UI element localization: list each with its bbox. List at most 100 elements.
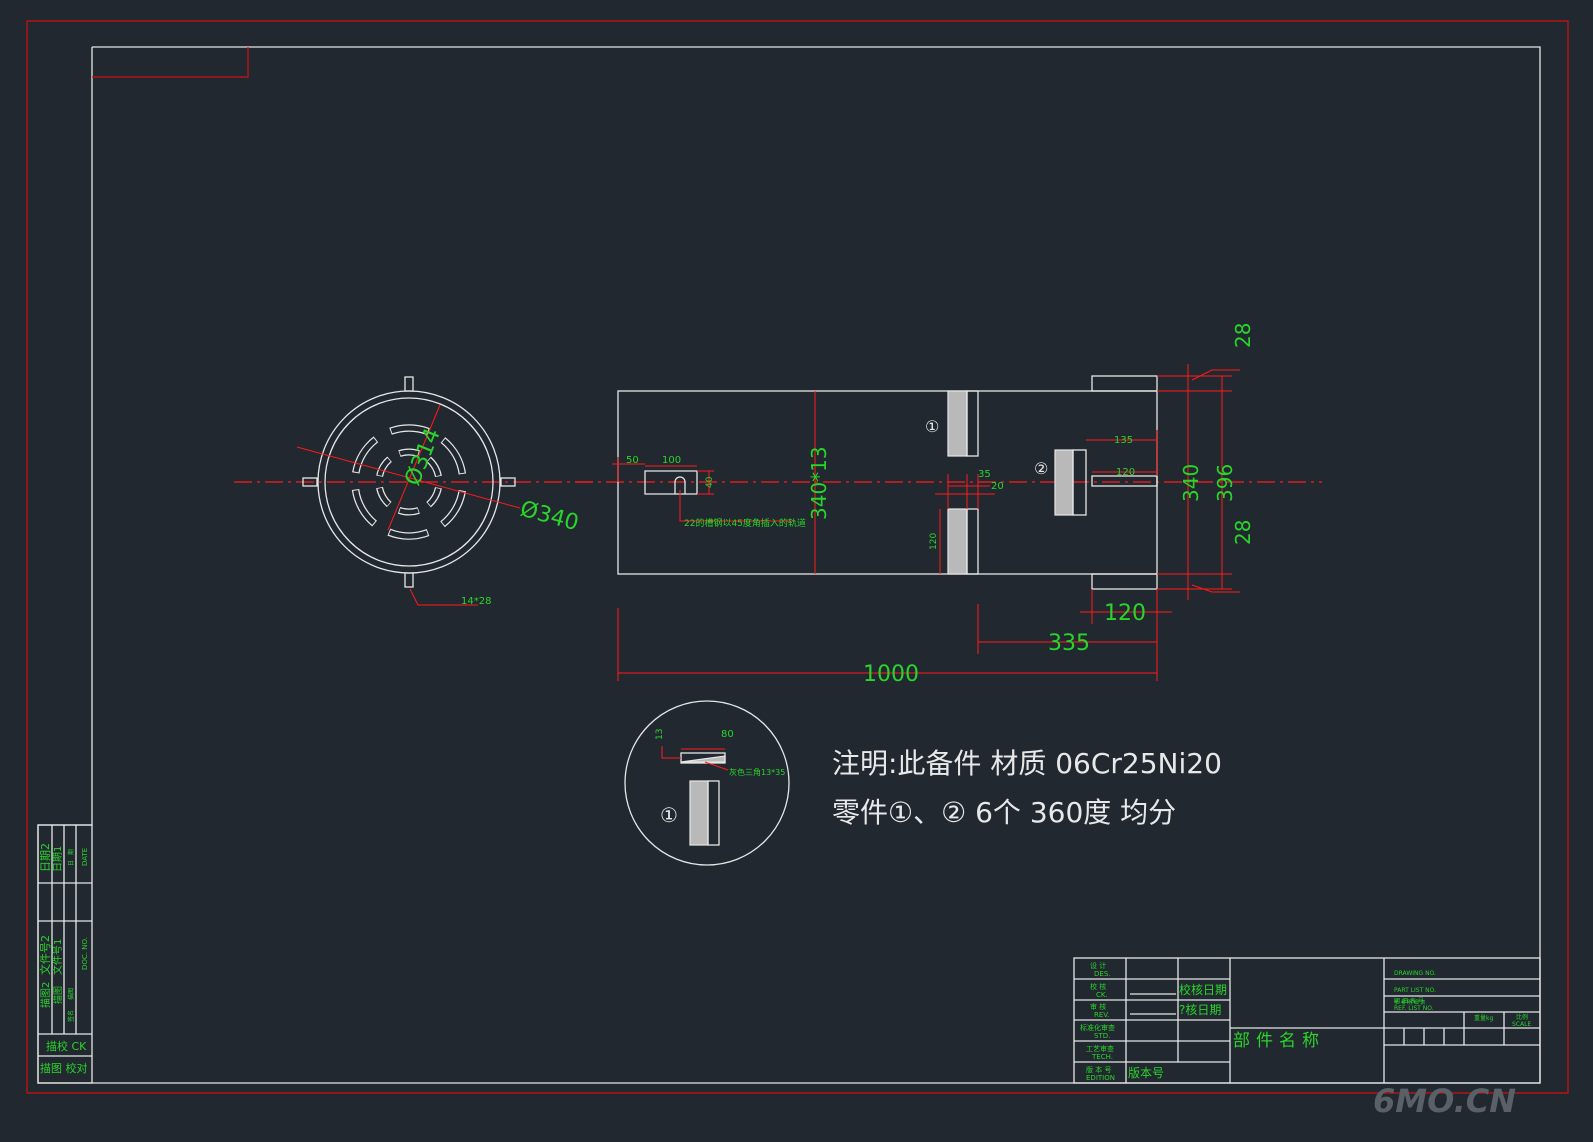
inner-frame bbox=[37, 46, 1541, 1084]
corner-mark bbox=[92, 47, 249, 78]
dim-28-bottom-leader bbox=[1191, 584, 1240, 593]
dim-50: 50 bbox=[626, 455, 639, 466]
lb-top-col3b: 期 bbox=[67, 849, 75, 855]
end-view: Ø314 Ø340 14*28 bbox=[234, 376, 595, 607]
d340-leader bbox=[296, 446, 521, 509]
tb-label-edition-en: EDITION bbox=[1086, 1074, 1115, 1082]
detail-13: 13 bbox=[655, 729, 665, 740]
lb-mid-col3: DOC. NO. bbox=[81, 937, 89, 970]
tb-label-des-cn: 设 计 bbox=[1090, 961, 1106, 970]
tb-scale: SCALE bbox=[1512, 1021, 1531, 1028]
tb-check-date: 校核日期 bbox=[1179, 982, 1227, 997]
lb-mid-col3b: 描图 bbox=[67, 988, 75, 1000]
dim-tab: 14*28 bbox=[461, 596, 491, 607]
lb-mid-col2: 文件号1 bbox=[51, 939, 64, 975]
inner-circle bbox=[324, 397, 494, 567]
tb-label-tech-en: TECH. bbox=[1091, 1053, 1113, 1061]
tb-ref-list: REF. LIST NO. bbox=[1394, 1005, 1434, 1012]
dim-slots: 340*13 bbox=[807, 446, 831, 520]
lb-mid-col2b: 描图 bbox=[52, 986, 64, 1004]
lb-top-col3a: 日 bbox=[68, 860, 75, 866]
tab-top bbox=[404, 376, 414, 392]
dim-1000: 1000 bbox=[863, 662, 919, 687]
side-view: ① ② 340*13 50 100 40 22的槽钢以45度角插入的轨道 35 … bbox=[575, 323, 1322, 687]
slot-ring-inner-hollow bbox=[376, 449, 442, 515]
lb-mid-col1b: 描图2 bbox=[39, 982, 52, 1008]
tb-labels: 设 计 DES. 校 核 CK. 审 核 REV. 标准化审查 STD. 工艺审… bbox=[1080, 961, 1115, 1082]
dim-120-tab: 120 bbox=[1116, 467, 1135, 478]
lb-top-col2: 日期1 bbox=[52, 846, 64, 872]
left-revision-block: 日期2 日期1 日 期 DATE 文件号2 文件号1 DOC. NO. 描图2 … bbox=[37, 824, 93, 1084]
rail-note-leader bbox=[679, 490, 795, 522]
outer-frame bbox=[26, 20, 1569, 1094]
marker-part2: ② bbox=[1034, 459, 1048, 478]
tb-part-name: 部件名称 bbox=[1233, 1031, 1325, 1051]
lb-top-col1: 日期2 bbox=[39, 843, 52, 872]
watermark: 6MO.CN bbox=[1373, 1082, 1516, 1120]
dim-35: 35 bbox=[978, 469, 991, 480]
tab-bottom bbox=[404, 572, 414, 588]
dim-20: 20 bbox=[991, 481, 1004, 492]
detail-plate bbox=[689, 780, 709, 846]
left-block-outline bbox=[37, 824, 93, 1084]
dim-396: 396 bbox=[1213, 464, 1237, 502]
dim-100: 100 bbox=[662, 455, 681, 466]
part1-plate-bottom-edge bbox=[966, 508, 979, 575]
dim-d340: Ø340 bbox=[517, 497, 581, 536]
lb-bottom-row2: 描图 校对 bbox=[40, 1061, 88, 1075]
end-flange-bottom bbox=[1091, 573, 1158, 590]
tb-edition: 版本号 bbox=[1128, 1066, 1164, 1080]
tb-label-rev-en: REV. bbox=[1094, 1011, 1109, 1019]
detail-13-leader bbox=[661, 746, 681, 759]
lb-top-col4: DATE bbox=[81, 848, 89, 866]
tb-label-des-en: DES. bbox=[1094, 970, 1110, 978]
dim-28-top-leader bbox=[1191, 369, 1240, 381]
part1-plate-bottom bbox=[947, 508, 968, 575]
dim-120-gap: 120 bbox=[929, 533, 939, 550]
tb-weight: 重量kg bbox=[1474, 1014, 1493, 1022]
triangle-note-leader bbox=[704, 761, 729, 771]
note-line-2: 零件①、② 6个 360度 均分 bbox=[832, 796, 1176, 829]
part2-plate-edge bbox=[1072, 449, 1087, 516]
tb-label-ck-en: CK. bbox=[1096, 991, 1108, 999]
tb-label-std-en: STD. bbox=[1094, 1032, 1110, 1040]
detail-circle bbox=[624, 700, 790, 866]
lb-mid-col1: 文件号2 bbox=[38, 935, 52, 975]
dim-28-bottom: 28 bbox=[1231, 520, 1255, 545]
dim-135: 135 bbox=[1114, 435, 1133, 446]
tab-leader bbox=[409, 588, 478, 606]
tab-left bbox=[302, 477, 318, 487]
tb-label-ck-cn: 校 核 bbox=[1090, 982, 1106, 991]
dim-d314: Ø314 bbox=[400, 425, 445, 489]
tb-part-list: PART LIST NO. bbox=[1394, 987, 1436, 994]
part1-plate-top-edge bbox=[966, 390, 979, 457]
tab-right bbox=[500, 477, 516, 487]
note-line-1: 注明:此备件 材质 06Cr25Ni20 bbox=[832, 747, 1222, 780]
part2-tab bbox=[1091, 475, 1158, 487]
slot-ring-outer-hollow bbox=[352, 425, 466, 539]
lb-bottom-row1: 描校 CK bbox=[46, 1039, 87, 1053]
detail-plate-edge bbox=[707, 780, 720, 846]
dim-120-bottom: 120 bbox=[1104, 601, 1146, 626]
tb-part-list-cn: 明 细 表 号 bbox=[1394, 997, 1424, 1005]
rail-note: 22的槽钢以45度角插入的轨道 bbox=[684, 517, 806, 529]
dim-40: 40 bbox=[705, 476, 715, 488]
marker-part1: ① bbox=[925, 417, 939, 436]
dim-340-h: 340 bbox=[1179, 464, 1203, 502]
tb-label-std-cn: 标准化审查 bbox=[1080, 1023, 1115, 1032]
tb-drawing-no: DRAWING NO. bbox=[1394, 970, 1436, 977]
d314-leader bbox=[387, 404, 441, 531]
dim-28-top: 28 bbox=[1231, 323, 1255, 348]
detail-triangle bbox=[680, 755, 726, 763]
tb-label-edition-cn: 版 本 号 bbox=[1086, 1065, 1111, 1074]
end-flange-top bbox=[1091, 375, 1158, 392]
detail-view: 13 80 灰色三角13*35 ① bbox=[624, 700, 790, 866]
tb-review-date: ?核日期 bbox=[1179, 1003, 1221, 1017]
part1-plate-top bbox=[947, 390, 968, 457]
tb-scale-cn: 比例 bbox=[1516, 1013, 1528, 1021]
tb-label-rev-cn: 审 核 bbox=[1090, 1002, 1106, 1011]
part2-plate bbox=[1054, 449, 1074, 516]
detail-marker-part1: ① bbox=[660, 803, 678, 827]
